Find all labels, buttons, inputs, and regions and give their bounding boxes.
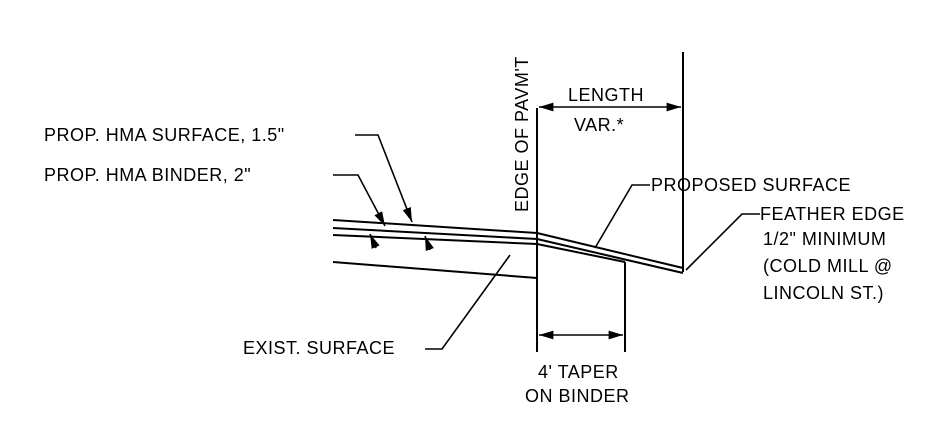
proposed-surface-leader — [594, 184, 650, 249]
proposed-surface-taper — [536, 232, 684, 269]
var-label: VAR.* — [574, 115, 624, 135]
feather-edge-label: FEATHER EDGE — [760, 204, 905, 224]
taper-label: 4' TAPER — [538, 362, 619, 382]
binder-thickness-arrow — [369, 233, 380, 249]
edge-of-pavement-label: EDGE OF PAVM'T — [512, 56, 532, 212]
existing-bottom-line — [332, 261, 538, 279]
exist-surface-label: EXIST. SURFACE — [243, 338, 395, 358]
binder-top-line — [332, 227, 538, 240]
exist-surface-leader — [425, 254, 511, 350]
surface-thickness-arrow — [424, 235, 434, 252]
hma-binder-leader — [333, 174, 386, 227]
hma-surface-leader — [355, 134, 413, 223]
proposed-surface-lower — [536, 238, 684, 274]
length-label: LENGTH — [568, 85, 644, 105]
binder-taper — [536, 243, 626, 263]
feather-edge-leader — [685, 213, 760, 271]
hma-binder-label: PROP. HMA BINDER, 2" — [44, 165, 251, 185]
existing-surface-line — [332, 219, 538, 234]
lincoln-st-label: LINCOLN ST.) — [763, 283, 884, 303]
on-binder-label: ON BINDER — [525, 386, 630, 406]
cold-mill-label: (COLD MILL @ — [763, 256, 893, 276]
binder-bottom-line — [332, 234, 538, 245]
proposed-surface-label: PROPOSED SURFACE — [651, 175, 851, 195]
feather-edge-minimum-label: 1/2" MINIMUM — [763, 229, 886, 249]
hma-surface-label: PROP. HMA SURFACE, 1.5" — [44, 125, 285, 145]
